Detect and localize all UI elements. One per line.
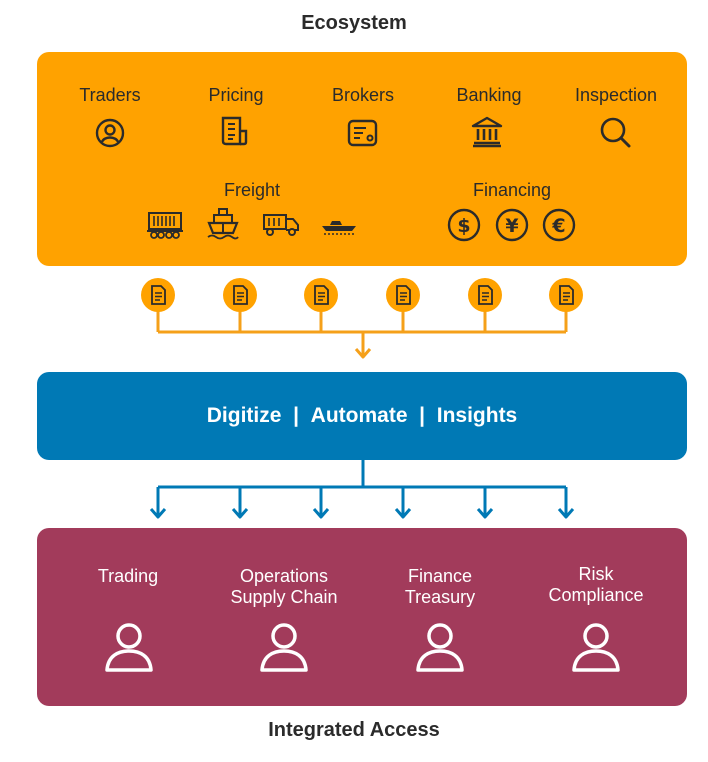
user-icon bbox=[572, 623, 620, 672]
capability-digitize: Digitize bbox=[206, 404, 282, 427]
role-label: Risk bbox=[578, 564, 614, 584]
svg-text:¥: ¥ bbox=[505, 215, 518, 237]
role-label: Treasury bbox=[404, 587, 476, 607]
role-trading: Trading bbox=[58, 566, 198, 587]
bank-icon bbox=[471, 116, 503, 148]
rail-wagon-icon bbox=[147, 212, 183, 239]
platform-capabilities: Digitize | Automate | Insights bbox=[37, 372, 687, 460]
user-circle-icon bbox=[95, 118, 125, 148]
ecosystem-title: Ecosystem bbox=[301, 12, 407, 34]
document-icon bbox=[549, 278, 583, 312]
ecosystem-panel bbox=[37, 52, 687, 266]
dollar-icon: $ bbox=[447, 208, 481, 242]
boat-icon bbox=[322, 221, 356, 235]
role-label: Operations bbox=[239, 566, 329, 586]
role-risk: Risk Compliance bbox=[526, 564, 666, 606]
ship-icon bbox=[207, 208, 239, 240]
magnifier-icon bbox=[600, 117, 631, 148]
document-icon bbox=[386, 278, 420, 312]
platform-panel bbox=[37, 372, 687, 460]
truck-icon bbox=[263, 214, 299, 236]
user-icon bbox=[105, 623, 153, 672]
euro-icon: € bbox=[542, 208, 576, 242]
ecosystem-item-banking: Banking bbox=[456, 85, 522, 105]
ecosystem-item-inspection: Inspection bbox=[574, 85, 658, 105]
broker-card-icon bbox=[347, 119, 378, 147]
svg-text:€: € bbox=[551, 215, 565, 237]
role-operations: Operations Supply Chain bbox=[214, 566, 354, 608]
document-icon bbox=[468, 278, 502, 312]
capability-separator: | bbox=[419, 404, 426, 427]
role-label: Compliance bbox=[548, 585, 644, 605]
document-icon bbox=[223, 278, 257, 312]
ecosystem-item-traders: Traders bbox=[79, 85, 141, 105]
user-icon bbox=[260, 623, 308, 672]
price-document-icon bbox=[221, 116, 248, 146]
capability-automate: Automate bbox=[310, 404, 408, 427]
integrated-access-title: Integrated Access bbox=[268, 719, 440, 741]
yen-icon: ¥ bbox=[495, 208, 529, 242]
ecosystem-item-pricing: Pricing bbox=[208, 85, 264, 105]
roles-panel bbox=[37, 528, 687, 706]
user-icon bbox=[416, 623, 464, 672]
ecosystem-item-brokers: Brokers bbox=[331, 85, 394, 105]
capability-separator: | bbox=[293, 404, 299, 427]
financing-label: Financing bbox=[472, 180, 552, 200]
role-finance: Finance Treasury bbox=[370, 566, 510, 608]
capability-insights: Insights bbox=[436, 404, 518, 427]
svg-text:$: $ bbox=[457, 215, 470, 237]
role-label: Finance bbox=[407, 566, 473, 586]
role-label: Trading bbox=[97, 566, 159, 586]
role-label: Supply Chain bbox=[230, 587, 338, 607]
document-icon bbox=[304, 278, 338, 312]
freight-label: Freight bbox=[223, 180, 281, 200]
document-icon bbox=[141, 278, 175, 312]
